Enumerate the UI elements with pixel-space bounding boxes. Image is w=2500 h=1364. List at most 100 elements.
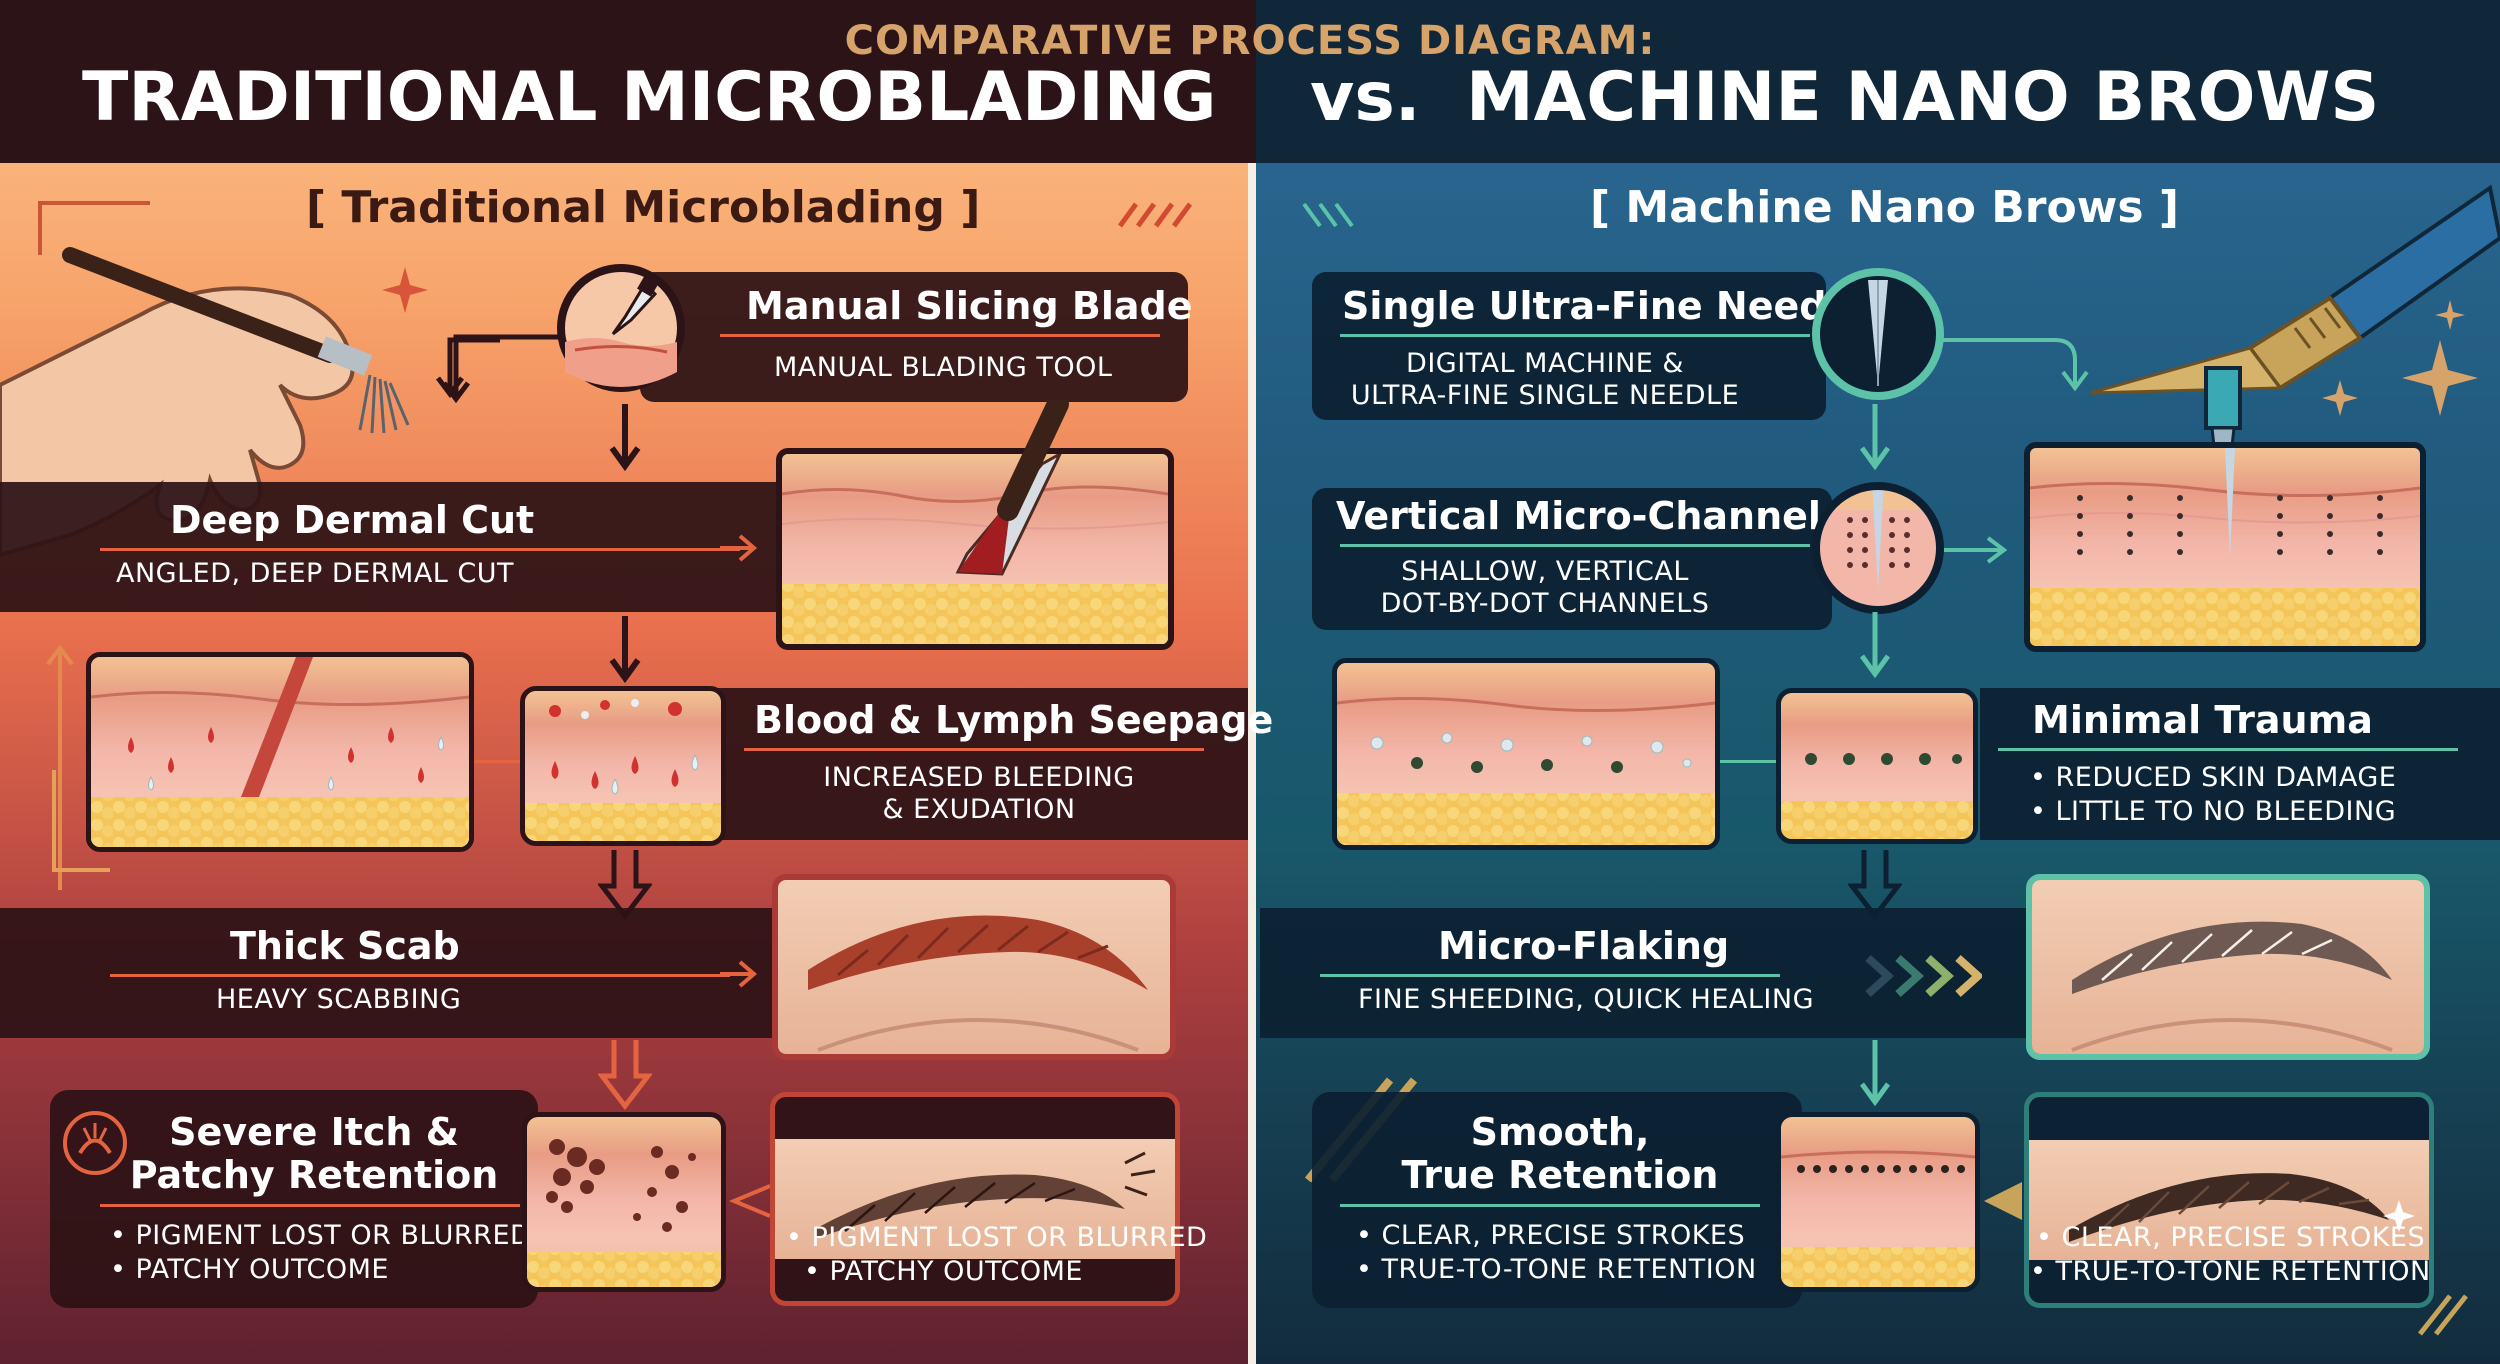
left-step4-band [0,908,790,1038]
flow-arrow-down [1859,1040,1891,1107]
skin-cut-illustration [776,448,1174,650]
micro-channel-circle-icon [1812,482,1944,614]
right-step2-card [1312,488,1832,630]
right-step2-desc1: SHALLOW, VERTICAL [1401,556,1689,587]
arrow-left-icon [1984,1182,2022,1220]
needle-circle-icon [1812,268,1944,400]
left-step4-rule [110,974,730,977]
left-step3-desc1: INCREASED BLEEDING [823,762,1135,793]
flow-arrow-down [609,616,641,684]
title-right: MACHINE NANO BROWS [1466,58,2380,137]
left-step2-rule [100,548,740,551]
flow-arrow-down [609,404,641,472]
right-step4-rule [1320,974,1780,977]
chevron-arrows-icon [1865,955,1982,997]
left-step1-rule [720,334,1160,337]
left-step4-desc: HEAVY SCABBING [216,984,462,1015]
left-step3-title: Blood & Lymph Seepage [754,698,1274,742]
flow-arrow-down [1859,404,1891,471]
header-supertitle: COMPARATIVE PROCESS DIAGRAM: [844,18,1656,64]
left-step5-title1: Severe Itch & [169,1110,459,1154]
nano-pen-icon [2089,184,2500,529]
left-step5-result-bullet2: • PATCHY OUTCOME [804,1256,1083,1287]
header-banner-left [0,0,1256,163]
title-vs: vs. [1310,58,1421,137]
right-step3-bullet2: • LITTLE TO NO BLEEDING [2030,796,2397,827]
left-step3-desc2: & EXUDATION [882,794,1076,825]
right-step2-title: Vertical Micro-Channels [1336,494,1844,538]
right-step5-result-card [2024,1092,2434,1308]
left-step1-desc: MANUAL BLADING TOOL [774,352,1113,383]
right-step1-title: Single Ultra-Fine Needle [1342,284,1866,328]
connector-line [1720,760,1780,763]
right-step1-card [1312,272,1826,420]
bracket-decoration-bottom [52,770,110,872]
crisp-eyebrow-icon [2029,1140,2429,1260]
scabbed-eyebrow-icon [772,874,1176,1060]
right-step5-result-bullet2: • TRUE-TO-TONE RETENTION [2030,1256,2431,1287]
left-step2-band [0,482,790,612]
title-left: TRADITIONAL MICROBLADING [82,58,1217,137]
left-step3-band [700,688,1248,840]
right-step5-bullet1: • CLEAR, PRECISE STROKES [1356,1220,1746,1251]
left-step2-title: Deep Dermal Cut [170,498,535,542]
right-section-title: [ Machine Nano Brows ] [1590,182,2179,233]
left-step1-title: Manual Slicing Blade [746,284,1193,328]
right-step5-bullet2: • TRUE-TO-TONE RETENTION [1356,1254,1757,1285]
dotted-skin-illustration [2024,442,2426,652]
right-step2-rule [1340,544,1810,547]
right-step5-title1: Smooth, [1470,1110,1650,1154]
return-arrow-decoration [46,644,74,890]
sparkle-icon [2322,300,2478,416]
arrow-right-icon [1944,536,2008,564]
right-step4-desc: FINE SHEEDING, QUICK HEALING [1358,984,1815,1015]
arrow-left-outline-icon [728,1184,771,1218]
right-step3-rule [1998,748,2458,751]
smooth-retention-skin-icon [1776,1112,1980,1292]
left-step5-result-bullet1: • PIGMENT LOST OR BLURRED [786,1222,1208,1253]
right-step1-desc2: ULTRA-FINE SINGLE NEEDLE [1350,380,1740,411]
flow-arrow-to-pen [1940,338,2089,392]
left-step1-card [640,272,1188,402]
left-step3-rule [744,748,1204,751]
blood-seepage-skin-icon [520,686,726,846]
blade-handle-icon [997,400,1069,521]
left-step4-title: Thick Scab [230,924,460,968]
left-step5-card [50,1090,538,1308]
left-step5-title2: Patchy Retention [129,1153,499,1197]
minimal-trauma-large-skin-illustration [1332,658,1720,850]
left-step5-rule [100,1204,520,1207]
right-step3-band [1980,688,2500,840]
blurred-eyebrow-icon [775,1139,1175,1259]
header-banner-right [1256,0,2500,163]
slash-decoration [1117,202,1193,228]
right-step3-bullet1: • REDUCED SKIN DAMAGE [2030,762,2397,793]
left-section-title: [ Traditional Microblading ] [306,182,981,233]
sparkle-icon [382,267,428,313]
right-step2-desc2: DOT-BY-DOT CHANNELS [1380,588,1710,619]
left-step5-result-card [770,1092,1180,1306]
arrow-right-icon [720,534,758,562]
right-step3-title: Minimal Trauma [2032,698,2373,742]
right-step1-desc1: DIGITAL MACHINE & [1406,348,1684,379]
minimal-trauma-skin-icon [1776,688,1978,844]
corner-bracket-decoration [38,201,150,255]
connector-line [474,760,524,763]
left-step5-bullet2: • PATCHY OUTCOME [110,1254,389,1285]
left-step2-desc: ANGLED, DEEP DERMAL CUT [116,558,515,589]
patchy-pigment-skin-icon [522,1112,726,1292]
slash-decoration-right [1302,202,1354,228]
flaking-eyebrow-icon [2026,874,2430,1060]
right-step4-title: Micro-Flaking [1438,924,1730,968]
right-step5-title2: True Retention [1401,1153,1719,1197]
itch-icon [63,1111,127,1175]
right-step5-rule [1340,1204,1760,1207]
right-step5-card [1312,1092,1802,1308]
flow-arrow-line [442,334,578,403]
flow-arrow-down [1859,612,1891,679]
center-divider [1248,0,1256,1364]
blood-seepage-skin-illustration [86,652,474,852]
slash-decoration-corner [2418,1294,2468,1336]
right-step5-result-bullet1: • CLEAR, PRECISE STROKES [2036,1222,2426,1253]
